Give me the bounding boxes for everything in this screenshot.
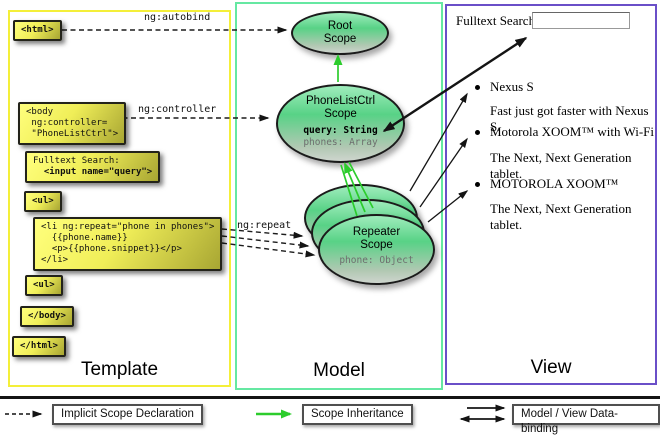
product-name: MOTOROLA XOOM™ — [490, 176, 619, 191]
search-label: Fulltext Search: — [456, 13, 539, 28]
bullet-icon — [475, 182, 480, 187]
code-box-fulltext: Fulltext Search: <input name="query"> — [25, 151, 161, 183]
code-box-ul-open: <ul> — [24, 191, 62, 212]
column-view: View — [445, 4, 657, 385]
column-label-view: View — [530, 357, 572, 378]
legend-scope-inheritance: Scope Inheritance — [302, 404, 413, 425]
scope-prop-phone: phone: Object — [339, 255, 414, 266]
code-fulltext-label: Fulltext Search: — [33, 156, 120, 166]
code-box-li-repeat: <li ng:repeat="phone in phones"> {{phone… — [33, 217, 223, 271]
column-template: Template — [8, 10, 231, 387]
legend-separator-line — [0, 396, 660, 399]
scope-phonelistctrl-title: PhoneListCtrl Scope — [305, 95, 376, 120]
scope-repeater-title: Repeater Scope — [352, 226, 401, 251]
code-box-html-close: </html> — [12, 336, 66, 357]
scope-prop-phones: phones: Array — [303, 137, 378, 148]
scope-root: Root Scope — [291, 11, 389, 55]
label-ng-autobind: ng:autobind — [144, 12, 211, 23]
scope-repeater-front: Repeater Scope phone: Object — [318, 214, 435, 285]
bullet-icon — [475, 85, 480, 90]
label-ng-controller: ng:controller — [138, 104, 217, 115]
code-box-body-close: </body> — [20, 306, 74, 327]
code-fulltext-input: <input name="query"> — [33, 167, 153, 177]
code-box-body-open: <body ng:controller= "PhoneListCtrl"> — [18, 102, 127, 145]
product-name: Nexus S — [490, 79, 534, 94]
scope-prop-query: query: String — [303, 125, 378, 136]
product-name: Motorola XOOM™ with Wi-Fi — [490, 124, 655, 139]
column-label-template: Template — [80, 359, 159, 380]
product-description: The Next, Next Generation tablet. — [490, 150, 632, 181]
code-box-html-open: <html> — [13, 20, 62, 41]
label-ng-repeat: ng:repeat — [237, 220, 292, 231]
column-label-model: Model — [313, 360, 365, 381]
product-description: The Next, Next Generation tablet. — [490, 201, 632, 232]
scope-phonelistctrl: PhoneListCtrl Scope query: String phones… — [276, 84, 405, 163]
bullet-icon — [475, 130, 480, 135]
scope-root-title: Root Scope — [323, 20, 357, 45]
legend-implicit-scope-declaration: Implicit Scope Declaration — [52, 404, 203, 425]
legend-model-view-databinding: Model / View Data-binding — [512, 404, 660, 435]
search-input[interactable] — [532, 12, 630, 29]
code-box-ul-close: <ul> — [25, 275, 63, 296]
